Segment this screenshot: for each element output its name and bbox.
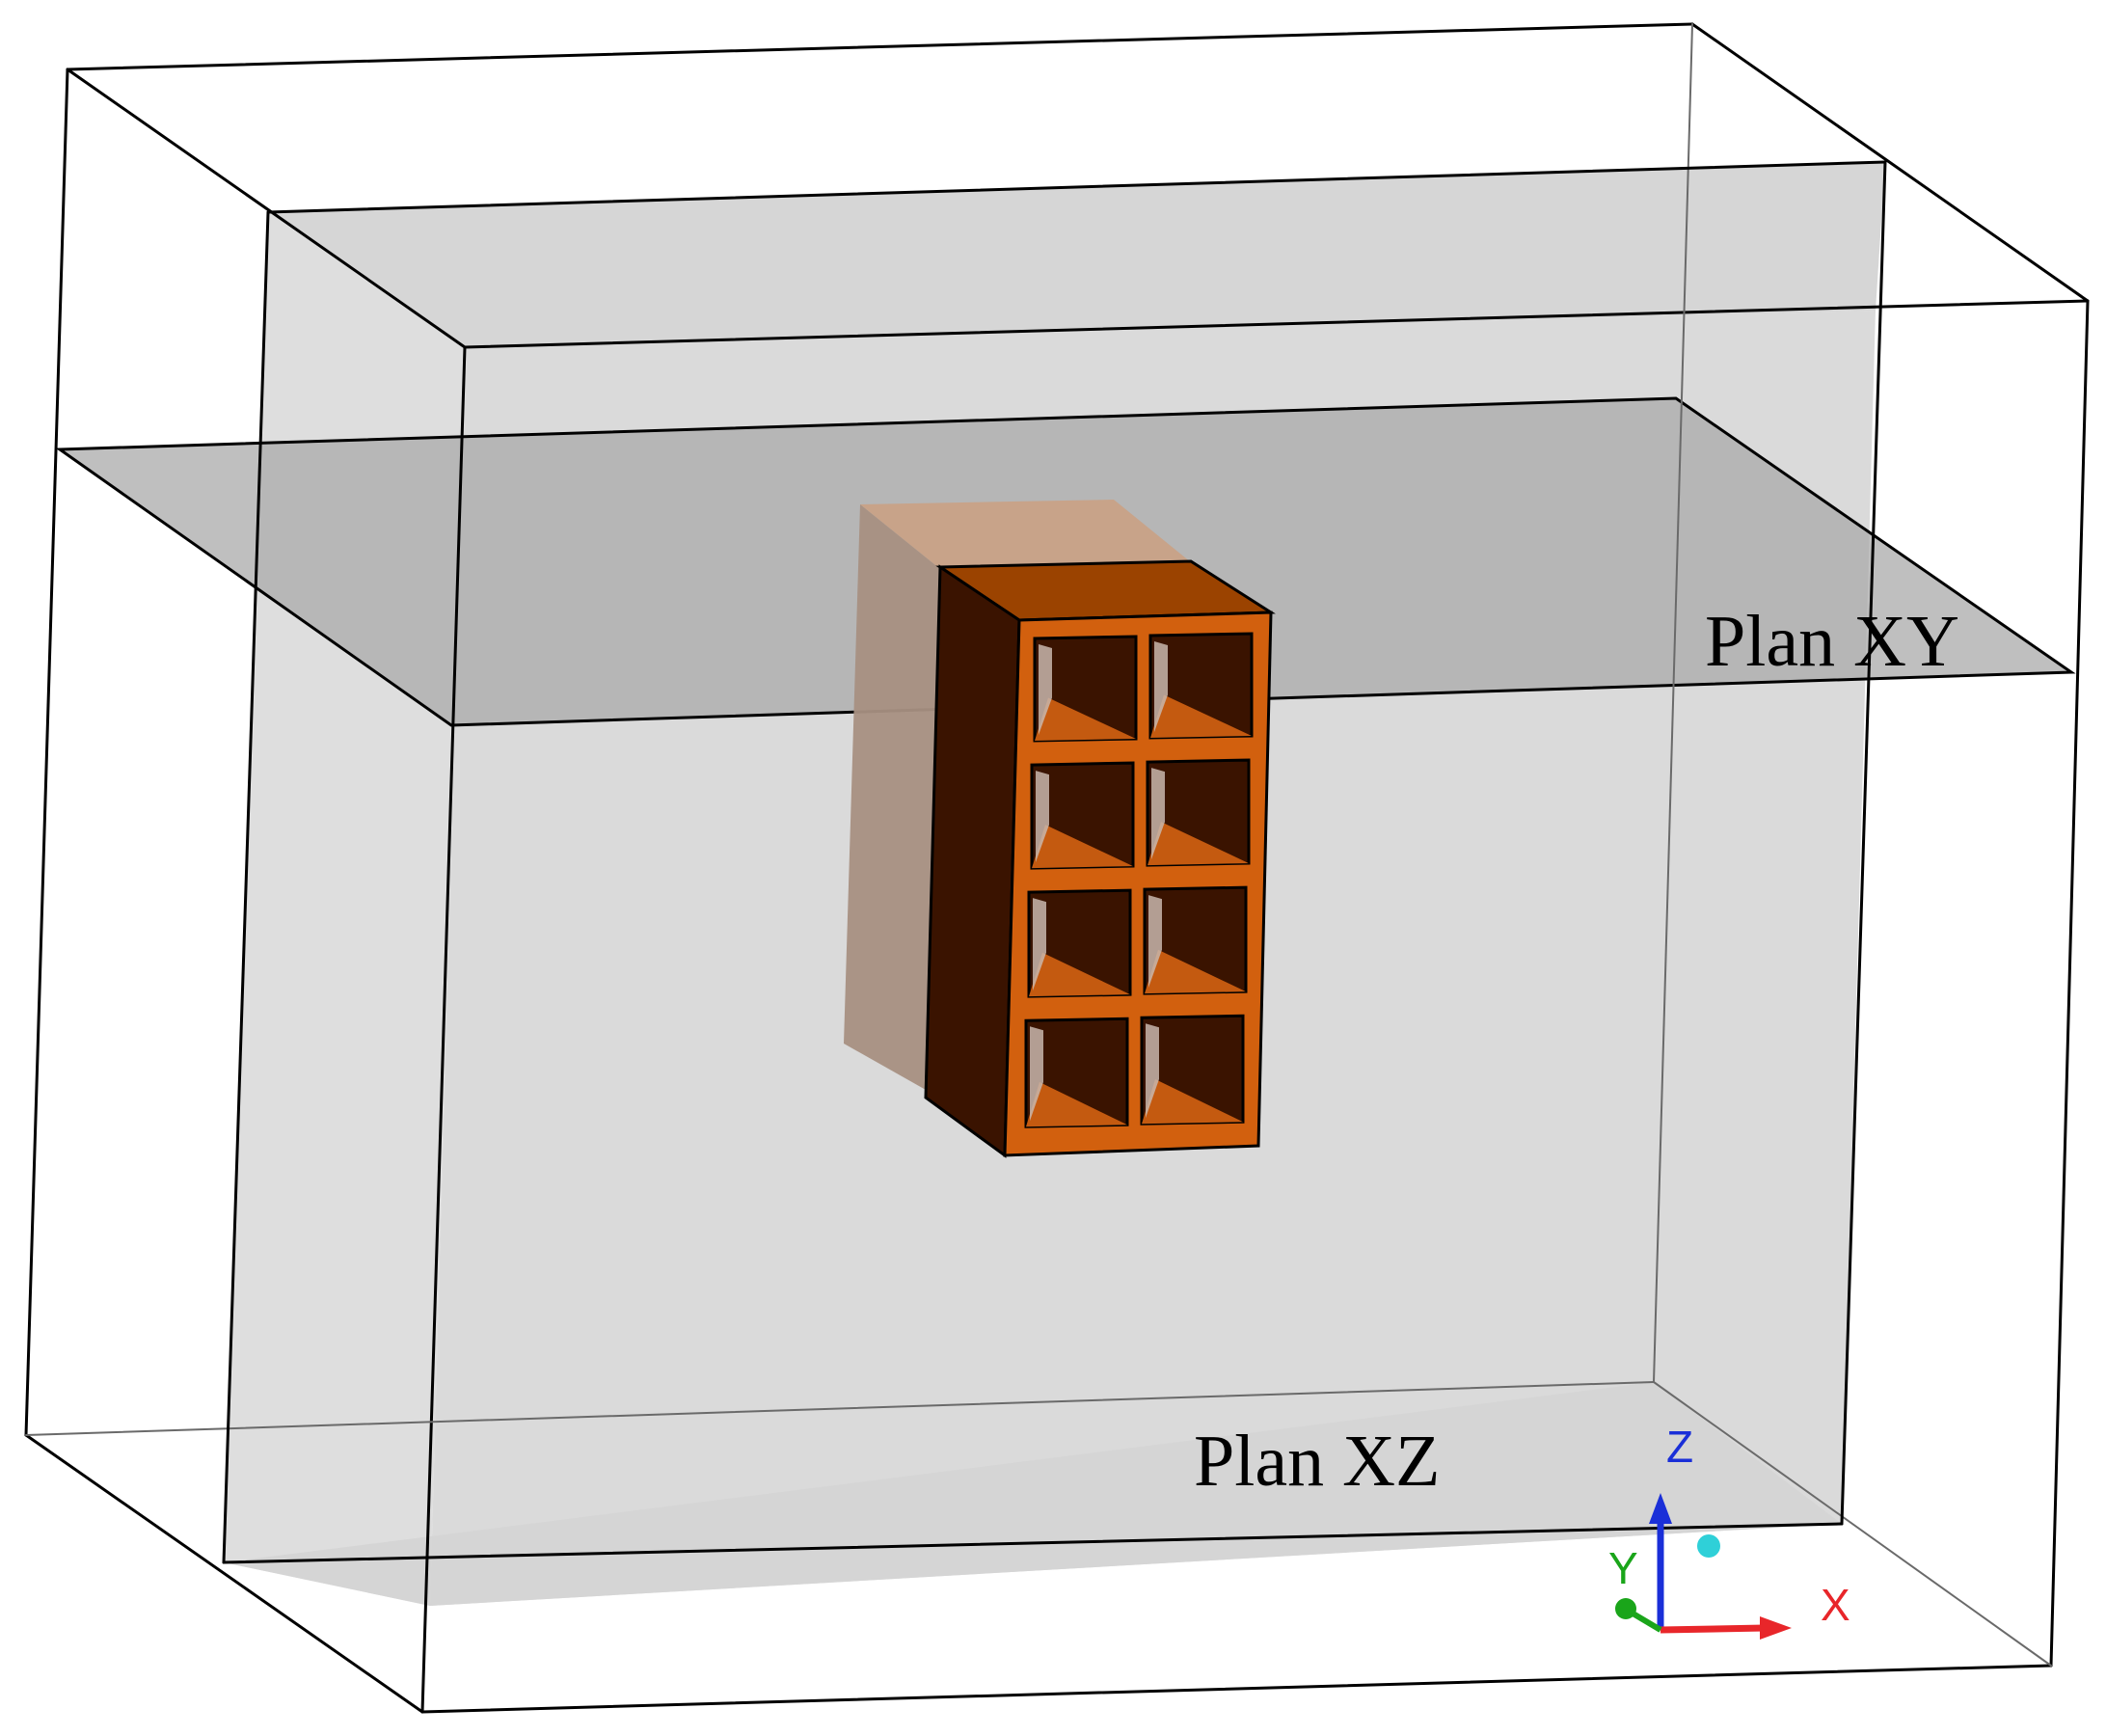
outer-edge <box>24 68 69 1437</box>
domain-top-face <box>268 162 1885 347</box>
inner-edge <box>1840 160 1887 1526</box>
brick-cell-floor <box>1026 1082 1127 1127</box>
brick-cell-floor <box>1145 949 1246 994</box>
brick-cell-wall <box>1033 898 1046 991</box>
inner-edge <box>266 160 1887 214</box>
outer-edge <box>66 22 1694 71</box>
hollow-brick <box>924 559 1276 1158</box>
y-axis-dot <box>1615 1598 1636 1619</box>
brick-cell-wall <box>1151 768 1165 860</box>
wireframe <box>24 22 2090 1714</box>
brick-cells <box>1024 632 1254 1128</box>
view-marker-dot <box>1697 1534 1720 1558</box>
brick-cell-wall <box>1154 641 1168 732</box>
brick-cell-floor <box>1032 825 1133 869</box>
outer-edge <box>420 345 467 1714</box>
outer-edge <box>2049 299 2090 1668</box>
brick-cell-floor <box>1148 822 1249 866</box>
outer-edge <box>420 1664 2053 1714</box>
brick-cell-wall <box>1148 895 1162 989</box>
brick-cell <box>1030 761 1135 870</box>
brick-cell <box>1140 1014 1245 1126</box>
outer-hidden-edge <box>1653 23 1693 1383</box>
domain-bottom-face <box>224 1382 1842 1606</box>
brick-cell-wall <box>1039 644 1052 735</box>
brick-cell-wall <box>1030 1026 1043 1122</box>
brick-cell-wall <box>1036 771 1049 863</box>
brick-cell <box>1148 632 1254 740</box>
brick-cell-floor <box>1142 1079 1243 1125</box>
outer-hidden-edge <box>1653 1381 2052 1667</box>
plan-xz-label: Plan XZ <box>1194 1421 1440 1502</box>
x-axis-line <box>1660 1624 1766 1634</box>
plan-xy-label: Plan XY <box>1705 601 1959 682</box>
brick-cell-wall <box>1146 1023 1159 1119</box>
brick-side-face <box>924 564 1021 1158</box>
outer-edge <box>66 68 467 349</box>
outer-hidden-edge <box>25 1381 1655 1436</box>
ghost-brick-side <box>844 504 940 1090</box>
inner-edge <box>222 1522 1844 1564</box>
y-axis-label: Y <box>1608 1543 1638 1593</box>
z-axis-label: Z <box>1666 1422 1693 1472</box>
brick-cell <box>1033 635 1138 743</box>
brick-cell-floor <box>1029 952 1130 997</box>
ghost-brick-top <box>860 500 1191 569</box>
outer-edge <box>1690 22 2090 303</box>
inner-edge <box>222 210 270 1564</box>
ghost-brick <box>844 500 1191 1090</box>
axis-triad: Z X Y <box>1608 1422 1850 1640</box>
brick-cell <box>1024 1017 1129 1128</box>
x-axis-label: X <box>1821 1580 1850 1630</box>
outer-edge <box>24 1433 424 1714</box>
brick-cell <box>1143 885 1248 995</box>
brick-cell-floor <box>1035 697 1136 741</box>
z-axis-arrowhead <box>1649 1493 1672 1524</box>
brick-cell-floor <box>1150 694 1252 738</box>
brick-cell <box>1027 888 1132 998</box>
outer-edge <box>463 299 2090 349</box>
brick-cell <box>1146 758 1251 867</box>
x-axis-arrowhead <box>1760 1616 1792 1640</box>
